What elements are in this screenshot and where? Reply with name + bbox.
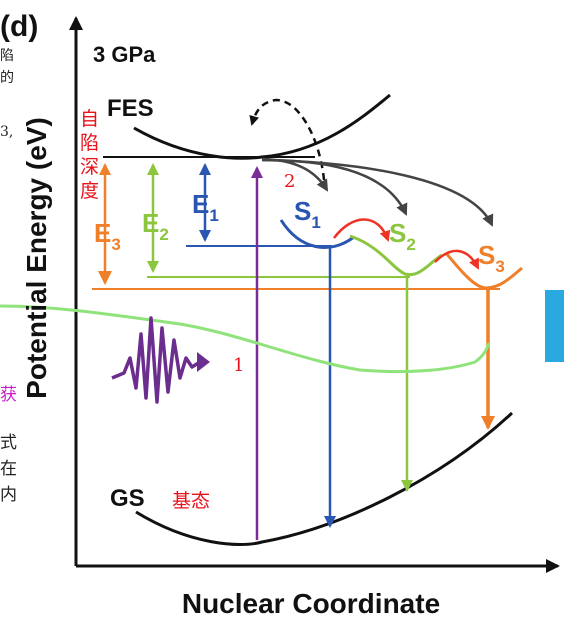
cyan-block: [545, 290, 564, 362]
fes-label: FES: [107, 95, 154, 122]
green-overlay-line: [0, 304, 491, 374]
gs-curve: [135, 411, 514, 546]
hop-arrow-s1-s2: [333, 218, 391, 242]
e2-label: E2: [142, 208, 169, 244]
margin-text-top: 陷 的 3,: [0, 48, 18, 140]
gs-cn-label: 基态: [172, 490, 210, 512]
e3-label: E3: [94, 218, 121, 254]
pressure-label: 3 GPa: [93, 42, 156, 67]
s3-label: S3: [478, 240, 505, 276]
photon-wave-icon: [111, 316, 210, 404]
x-axis-label: Nuclear Coordinate: [182, 588, 440, 619]
e1-label: E1: [192, 189, 219, 225]
gs-label: GS: [110, 485, 145, 512]
panel-label: (d): [0, 10, 38, 43]
s2-label: S2: [389, 218, 416, 254]
margin-text-magenta: 获: [0, 385, 17, 405]
self-trap-depth-label: 自 陷 深 度: [80, 108, 105, 202]
step-2-label: 2: [284, 171, 295, 192]
s2-curve: [349, 234, 443, 277]
step-1-label: 1: [233, 355, 244, 376]
relax-arrow-s3: [261, 158, 494, 227]
hop-arrow-s2-s3: [434, 249, 480, 270]
margin-text-bottom: 式 在 内: [0, 433, 22, 505]
y-axis-label: Potential Energy (eV): [21, 117, 52, 399]
dashed-return-arrow: [249, 98, 326, 181]
s1-label: S1: [294, 196, 321, 232]
